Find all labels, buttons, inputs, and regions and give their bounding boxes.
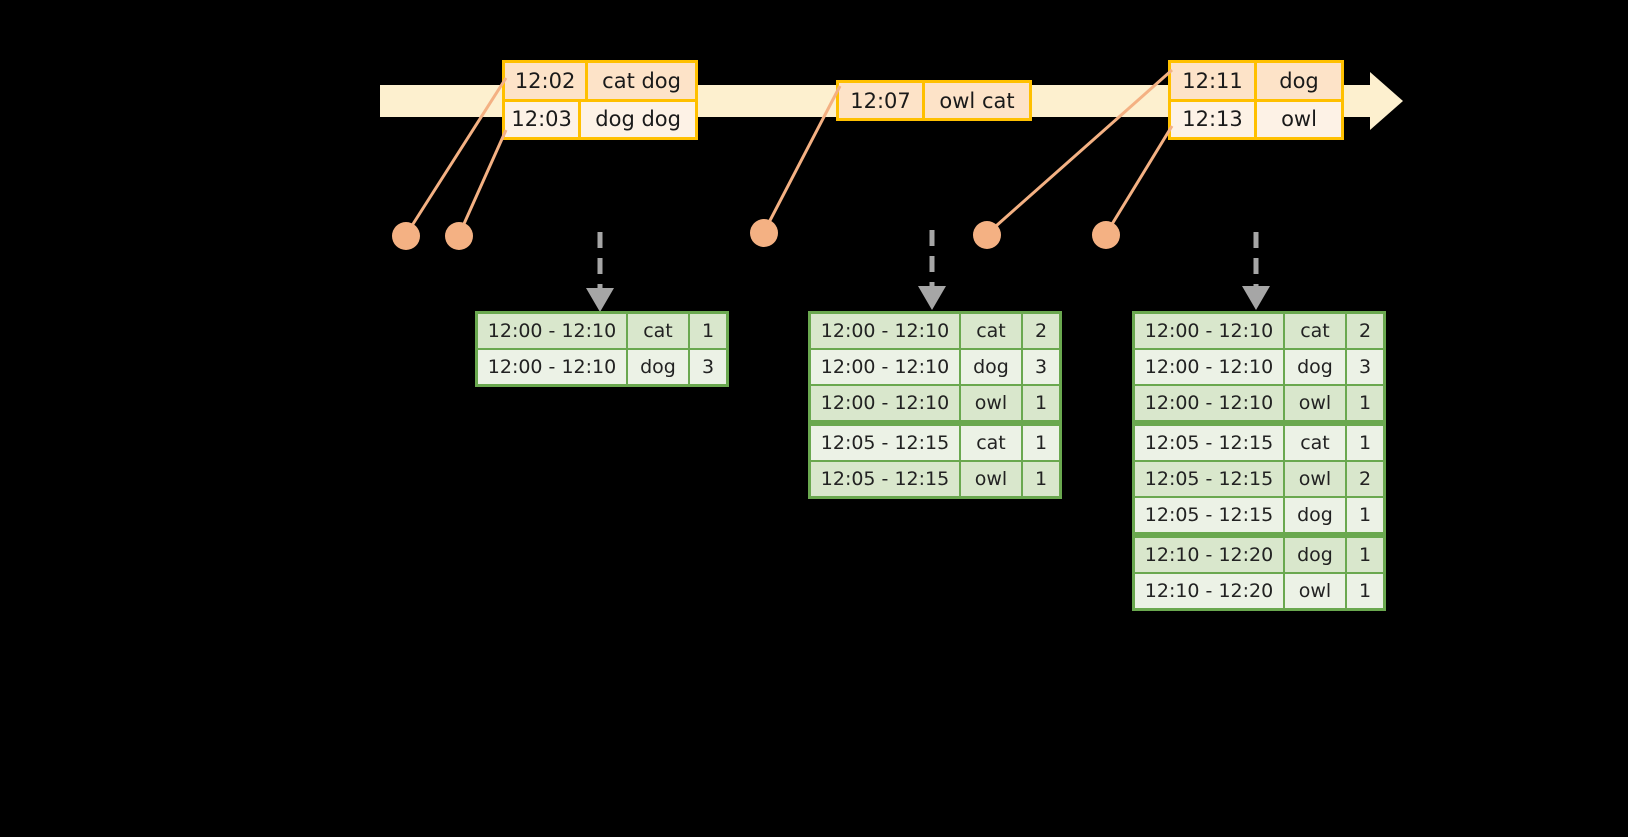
event-group-2[interactable]: 12:07 owl cat [836,80,1032,121]
cell-window: 12:00 - 12:10 [1135,350,1283,384]
cell-key: dog [1285,538,1345,572]
cell-key: owl [1285,386,1345,420]
cell-count: 2 [1347,462,1383,496]
table-row: 12:00 - 12:10 dog 3 [1135,350,1383,384]
result-table-1[interactable]: 12:00 - 12:10 cat 1 12:00 - 12:10 dog 3 [475,311,729,387]
cell-window: 12:05 - 12:15 [1135,498,1283,532]
connector-dot-4[interactable] [973,221,1001,249]
event-row: 12:13 owl [1171,98,1341,137]
event-value: cat dog [588,63,695,99]
cell-count: 1 [1347,386,1383,420]
result-window-group: 12:00 - 12:10 cat 1 12:00 - 12:10 dog 3 [478,314,726,384]
cell-count: 1 [1023,462,1059,496]
result-window-group: 12:05 - 12:15 cat 1 12:05 - 12:15 owl 1 [811,426,1059,496]
result-window-group: 12:10 - 12:20 dog 1 12:10 - 12:20 owl 1 [1135,538,1383,608]
event-value: owl cat [925,83,1029,118]
event-row: 12:11 dog [1171,63,1341,99]
cell-key: cat [628,314,688,348]
table-row: 12:05 - 12:15 cat 1 [811,426,1059,460]
cell-count: 1 [1347,538,1383,572]
event-value: owl [1257,101,1341,137]
connector-dot-1[interactable] [392,222,420,250]
cell-key: owl [1285,574,1345,608]
cell-count: 1 [1347,498,1383,532]
cell-key: owl [1285,462,1345,496]
cell-key: cat [1285,314,1345,348]
cell-window: 12:00 - 12:10 [811,350,959,384]
connector-dot-5[interactable] [1092,221,1120,249]
table-row: 12:00 - 12:10 cat 2 [811,314,1059,348]
connector-dot-3[interactable] [750,219,778,247]
table-row: 12:00 - 12:10 owl 1 [811,386,1059,420]
result-window-group: 12:00 - 12:10 cat 2 12:00 - 12:10 dog 3 … [811,314,1059,420]
event-group-1[interactable]: 12:02 cat dog 12:03 dog dog [502,60,698,140]
result-table-3[interactable]: 12:00 - 12:10 cat 2 12:00 - 12:10 dog 3 … [1132,311,1386,611]
cell-window: 12:00 - 12:10 [811,386,959,420]
cell-window: 12:00 - 12:10 [478,314,626,348]
cell-count: 1 [690,314,726,348]
cell-count: 3 [690,350,726,384]
cell-window: 12:00 - 12:10 [1135,386,1283,420]
table-row: 12:05 - 12:15 cat 1 [1135,426,1383,460]
event-time: 12:07 [839,83,925,118]
cell-key: owl [961,462,1021,496]
cell-key: dog [1285,350,1345,384]
cell-count: 2 [1023,314,1059,348]
cell-key: dog [961,350,1021,384]
dashed-arrowhead-1 [586,288,614,312]
cell-window: 12:10 - 12:20 [1135,538,1283,572]
cell-count: 1 [1023,386,1059,420]
table-row: 12:05 - 12:15 owl 2 [1135,462,1383,496]
table-row: 12:00 - 12:10 cat 1 [478,314,726,348]
cell-count: 1 [1347,574,1383,608]
table-row: 12:05 - 12:15 dog 1 [1135,498,1383,532]
cell-count: 1 [1347,426,1383,460]
result-table-2[interactable]: 12:00 - 12:10 cat 2 12:00 - 12:10 dog 3 … [808,311,1062,499]
connector-line-5 [1104,125,1174,235]
cell-key: cat [1285,426,1345,460]
cell-window: 12:00 - 12:10 [811,314,959,348]
cell-key: cat [961,426,1021,460]
table-row: 12:00 - 12:10 dog 3 [478,350,726,384]
dashed-arrowhead-3 [1242,286,1270,310]
cell-count: 1 [1023,426,1059,460]
event-row: 12:02 cat dog [505,63,695,99]
event-row: 12:07 owl cat [839,83,1029,118]
event-value: dog [1257,63,1341,99]
table-row: 12:10 - 12:20 dog 1 [1135,538,1383,572]
event-time: 12:13 [1171,101,1257,137]
event-value: dog dog [581,101,695,137]
cell-count: 3 [1347,350,1383,384]
event-time: 12:02 [505,63,589,99]
event-row: 12:03 dog dog [505,98,695,137]
cell-count: 2 [1347,314,1383,348]
connector-line-2 [457,129,508,236]
result-window-group: 12:05 - 12:15 cat 1 12:05 - 12:15 owl 2 … [1135,426,1383,532]
cell-window: 12:05 - 12:15 [811,462,959,496]
cell-window: 12:00 - 12:10 [478,350,626,384]
event-time: 12:03 [505,101,582,137]
dashed-arrowhead-2 [918,286,946,310]
table-row: 12:00 - 12:10 dog 3 [811,350,1059,384]
table-row: 12:10 - 12:20 owl 1 [1135,574,1383,608]
cell-window: 12:00 - 12:10 [1135,314,1283,348]
table-row: 12:00 - 12:10 owl 1 [1135,386,1383,420]
table-row: 12:05 - 12:15 owl 1 [811,462,1059,496]
cell-key: dog [628,350,688,384]
table-row: 12:00 - 12:10 cat 2 [1135,314,1383,348]
cell-count: 3 [1023,350,1059,384]
cell-key: owl [961,386,1021,420]
cell-window: 12:05 - 12:15 [811,426,959,460]
event-time: 12:11 [1171,63,1257,99]
cell-key: cat [961,314,1021,348]
cell-window: 12:05 - 12:15 [1135,462,1283,496]
cell-window: 12:05 - 12:15 [1135,426,1283,460]
event-group-3[interactable]: 12:11 dog 12:13 owl [1168,60,1344,140]
result-window-group: 12:00 - 12:10 cat 2 12:00 - 12:10 dog 3 … [1135,314,1383,420]
cell-key: dog [1285,498,1345,532]
cell-window: 12:10 - 12:20 [1135,574,1283,608]
connector-dot-2[interactable] [445,222,473,250]
